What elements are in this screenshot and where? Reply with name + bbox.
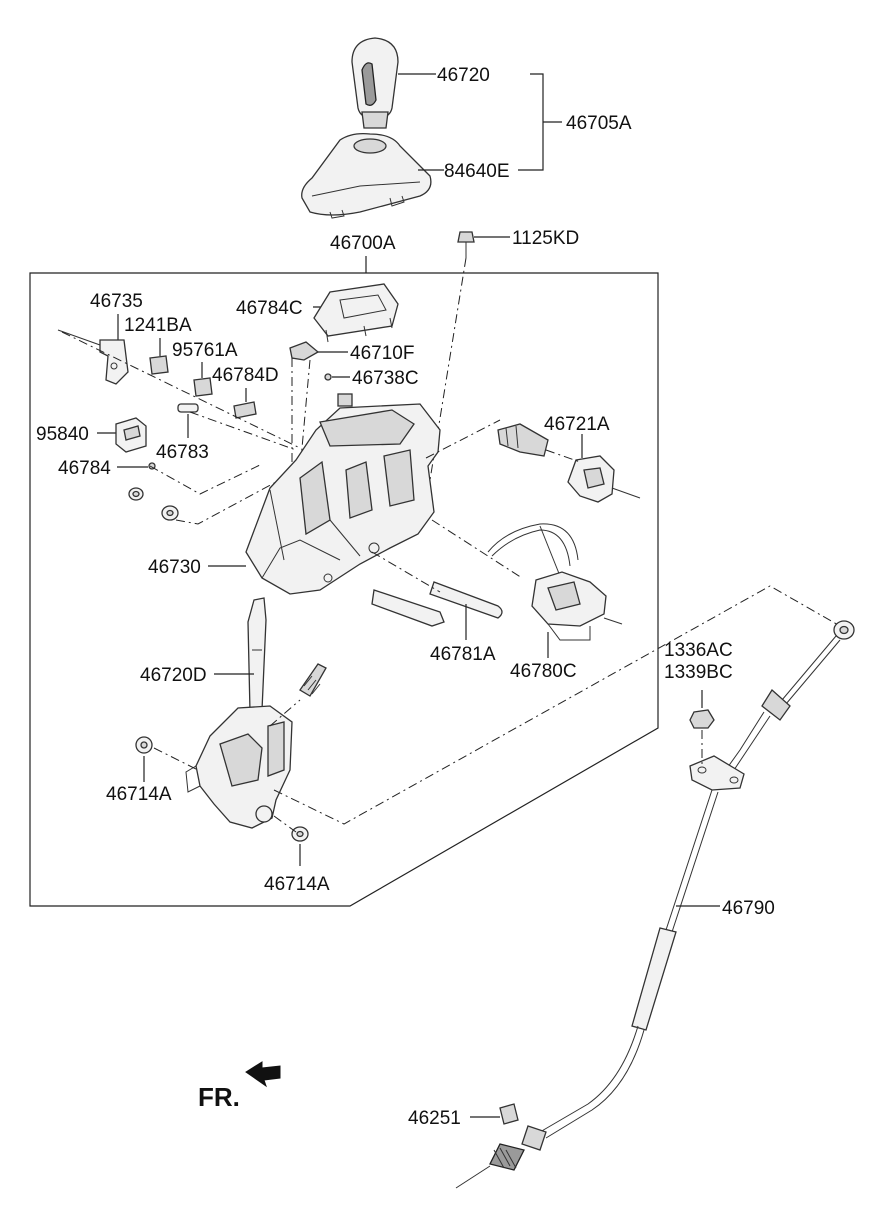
label-95761A: 95761A	[172, 340, 238, 361]
cable-end-eye	[833, 620, 855, 640]
washer-lower	[161, 505, 179, 521]
label-46700A: 46700A	[330, 233, 396, 254]
label-46780C: 46780C	[510, 661, 577, 682]
label-46781A: 46781A	[430, 644, 496, 665]
bushing-bottom	[291, 826, 309, 842]
lever-spring	[299, 663, 327, 697]
bracket-46735	[99, 339, 129, 385]
label-95840: 95840	[36, 424, 89, 445]
screw-46738c	[324, 373, 332, 381]
label-46721A: 46721A	[544, 414, 610, 435]
label-46784: 46784	[58, 458, 111, 479]
label-46714A-left: 46714A	[106, 784, 172, 805]
solenoid-46721a	[497, 423, 549, 457]
shift-bracket-46730	[245, 393, 441, 595]
lever-base	[185, 705, 293, 829]
label-46251: 46251	[408, 1108, 461, 1129]
pin-46783	[177, 403, 199, 413]
label-46705A: 46705A	[566, 113, 632, 134]
cable-upper	[719, 635, 841, 783]
switch-46780c	[531, 571, 607, 641]
pin-46781a	[371, 581, 503, 627]
clip-46251	[499, 1103, 519, 1125]
label-46730: 46730	[148, 557, 201, 578]
label-1339BC: 1339BC	[664, 662, 733, 683]
cable-end-fitting	[455, 1125, 547, 1189]
label-46738C: 46738C	[352, 368, 419, 389]
label-46720D: 46720D	[140, 665, 207, 686]
label-1241BA: 1241BA	[124, 315, 192, 336]
label-84640E: 84640E	[444, 161, 510, 182]
cable-main-46790	[539, 789, 719, 1139]
clip-1241ba	[149, 355, 169, 375]
assembly-frame	[29, 272, 659, 907]
label-46784C: 46784C	[236, 298, 303, 319]
knob-boot	[301, 132, 432, 219]
label-46783: 46783	[156, 442, 209, 463]
label-46714A-bottom: 46714A	[264, 874, 330, 895]
housing-46721a	[567, 455, 615, 503]
label-46790: 46790	[722, 898, 775, 919]
label-1336AC: 1336AC	[664, 640, 733, 661]
switch-95840	[115, 417, 147, 453]
washer-upper	[128, 487, 144, 501]
clip-95761a	[193, 377, 213, 397]
shift-knob	[351, 37, 399, 129]
label-46784D: 46784D	[212, 365, 279, 386]
cable-bracket	[689, 755, 745, 791]
nut-1336ac	[689, 709, 715, 729]
shift-lever-46720d	[247, 597, 267, 713]
lamp-46710f	[289, 341, 320, 361]
label-46735: 46735	[90, 291, 143, 312]
clip-46784d	[233, 401, 257, 419]
cover-plate-46784c	[313, 283, 399, 343]
harness-wire	[487, 523, 579, 577]
bushing-left	[135, 736, 153, 754]
fr-label: FR.	[198, 1082, 240, 1112]
fr-arrow-icon	[245, 1061, 281, 1088]
label-46720: 46720	[437, 65, 490, 86]
label-1125KD: 1125KD	[512, 228, 579, 249]
bolt-1125kd	[457, 231, 475, 258]
label-46710F: 46710F	[350, 343, 414, 364]
